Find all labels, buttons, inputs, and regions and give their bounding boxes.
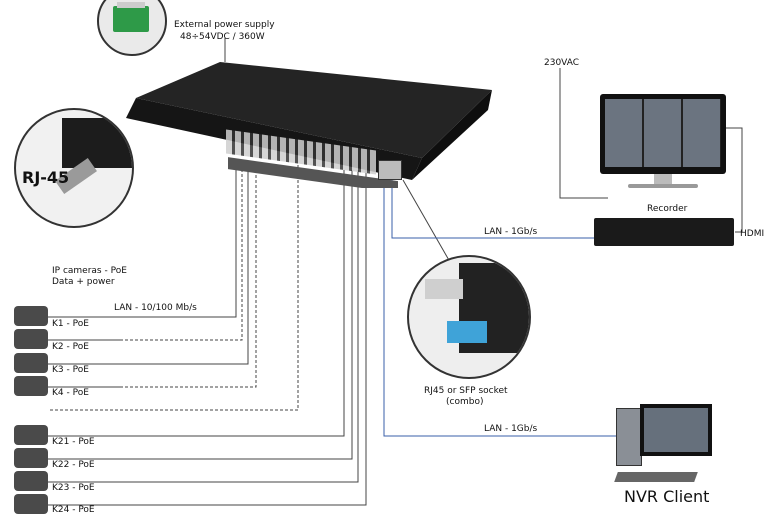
camera-label: K2 - PoE	[52, 342, 89, 353]
camera-icon	[14, 471, 48, 491]
camera-label: K22 - PoE	[52, 460, 95, 471]
client-monitor	[640, 404, 712, 456]
camera-icon	[14, 353, 48, 373]
terminal-label-plate	[117, 2, 145, 8]
camera-icon	[14, 329, 48, 349]
camera-label: K4 - PoE	[52, 388, 89, 399]
combo-caption-line1: RJ45 or SFP socket	[424, 386, 508, 397]
camera-label: K21 - PoE	[52, 437, 95, 448]
camera-icon	[14, 376, 48, 396]
wire-hdmi	[726, 128, 742, 232]
poe-switch	[120, 58, 500, 188]
camera-label: K3 - PoE	[52, 365, 89, 376]
monitor-base	[628, 184, 698, 188]
camera-icon	[14, 306, 48, 326]
recorder	[594, 218, 734, 246]
mains-label: 230VAC	[544, 58, 579, 69]
camera-label: K23 - PoE	[52, 483, 95, 494]
lan-client-label: LAN - 1Gb/s	[484, 424, 537, 435]
camera-icon	[14, 425, 48, 445]
combo-caption-line2: (combo)	[446, 397, 483, 408]
recorder-label: Recorder	[647, 204, 687, 215]
hdmi-label: HDMI	[740, 229, 764, 240]
client-keyboard	[614, 472, 698, 482]
wire-zoom	[403, 180, 450, 262]
rj45-label: RJ-45	[22, 172, 69, 183]
lan-recorder-label: LAN - 1Gb/s	[484, 227, 537, 238]
combo-zoom-circle	[407, 255, 531, 379]
nvr-client-label: NVR Client	[624, 491, 709, 502]
monitor-stand	[654, 174, 672, 184]
monitor-screen	[605, 99, 721, 167]
combo-sfp-module	[447, 321, 487, 343]
ipcam-heading-line1: IP cameras - PoE	[52, 266, 127, 277]
ipcam-heading-line2: Data + power	[52, 277, 115, 288]
terminal-block	[113, 6, 149, 32]
combo-rj45-plug	[425, 279, 463, 299]
switch-corner	[62, 118, 134, 168]
client-tower	[616, 408, 642, 466]
camera-label: K1 - PoE	[52, 319, 89, 330]
power-supply-spec: 48÷54VDC / 360W	[180, 32, 265, 43]
lan-cameras-label: LAN - 10/100 Mb/s	[114, 303, 197, 314]
monitor	[600, 94, 726, 174]
camera-label: K24 - PoE	[52, 505, 95, 516]
switch-combo-ports	[378, 160, 402, 180]
client-monitor-screen	[644, 408, 708, 452]
camera-icon	[14, 494, 48, 514]
power-supply-title: External power supply	[174, 20, 275, 31]
camera-icon	[14, 448, 48, 468]
